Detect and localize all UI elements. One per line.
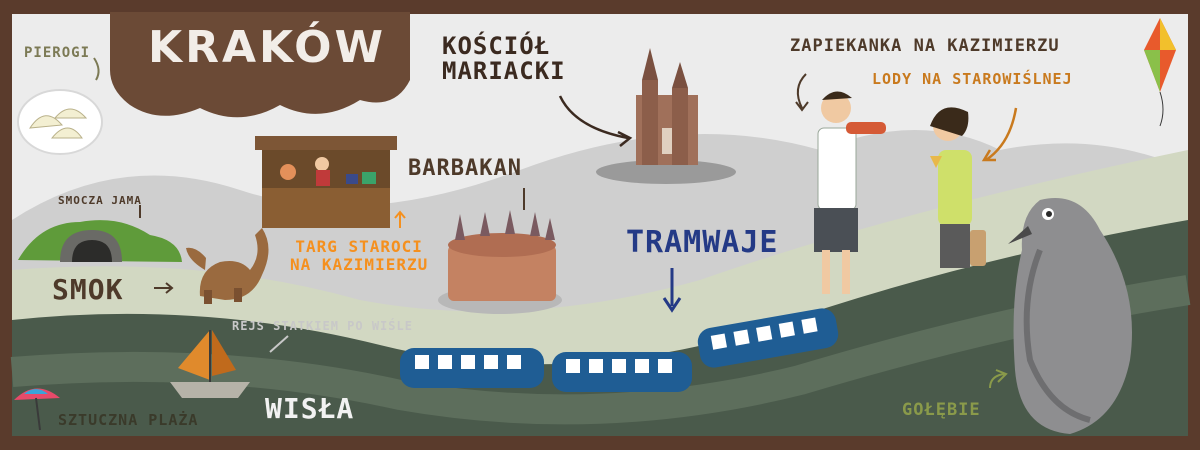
dumpling-icon [17,89,103,155]
zapiekanka-person [814,91,886,294]
label-tramwaje: TRAMWAJE [626,225,779,260]
smok-arrow [154,282,174,294]
label-smok: SMOK [52,273,124,306]
label-targ-staroci: TARG STAROCI NA KAZIMIERZU [290,238,428,273]
sailboat-icon [170,330,250,398]
lody-person [930,107,986,268]
cave-icon [18,220,182,262]
label-barbakan: BARBAKAN [408,156,522,181]
label-sztuczna-plaza: SZTUCZNA PLAŻA [58,411,199,429]
barbican-icon [438,210,562,314]
map-title: KRAKÓW [148,22,387,73]
market-stall-icon [255,136,397,228]
golebie-arrow [989,369,1008,389]
umbrella-icon [14,388,60,431]
label-kosciol-mariacki: KOŚCIÓŁ MARIACKI [442,32,566,86]
lody-arrow [981,107,1018,162]
label-taro-line2: NA KAZIMIERZU [290,254,429,274]
label-smocza-jama: SMOCZA JAMA [58,194,142,207]
label-taro-line1: TARG STAROCI [295,237,423,256]
label-pierogi: PIEROGI [24,45,91,61]
label-zapiekanka: ZAPIEKANKA NA KAZIMIERZU [790,36,1060,56]
title-banner [110,12,410,118]
kite-icon [1144,18,1176,127]
zapiekanka-arrow [795,73,809,112]
label-lody: LODY NA STAROWIŚLNEJ [872,70,1073,88]
pierogi-arrow [93,57,100,81]
pigeon-icon [1008,198,1132,434]
label-golebie: GOŁĘBIE [902,400,981,420]
label-wisla: WISŁA [265,392,355,425]
church-icon [596,48,736,184]
taro-arrow [394,210,406,228]
label-kosciol-line2: MARIACKI [442,57,566,86]
rejs-arrow [269,335,289,353]
dragon-icon [186,228,269,304]
tram-icon [400,308,839,392]
tram-arrow [662,268,682,313]
label-kosciol-line1: KOŚCIÓŁ [442,32,551,60]
label-rejs: REJS STATKIEM PO WIŚLE [232,319,413,333]
church-arrow [558,95,633,147]
